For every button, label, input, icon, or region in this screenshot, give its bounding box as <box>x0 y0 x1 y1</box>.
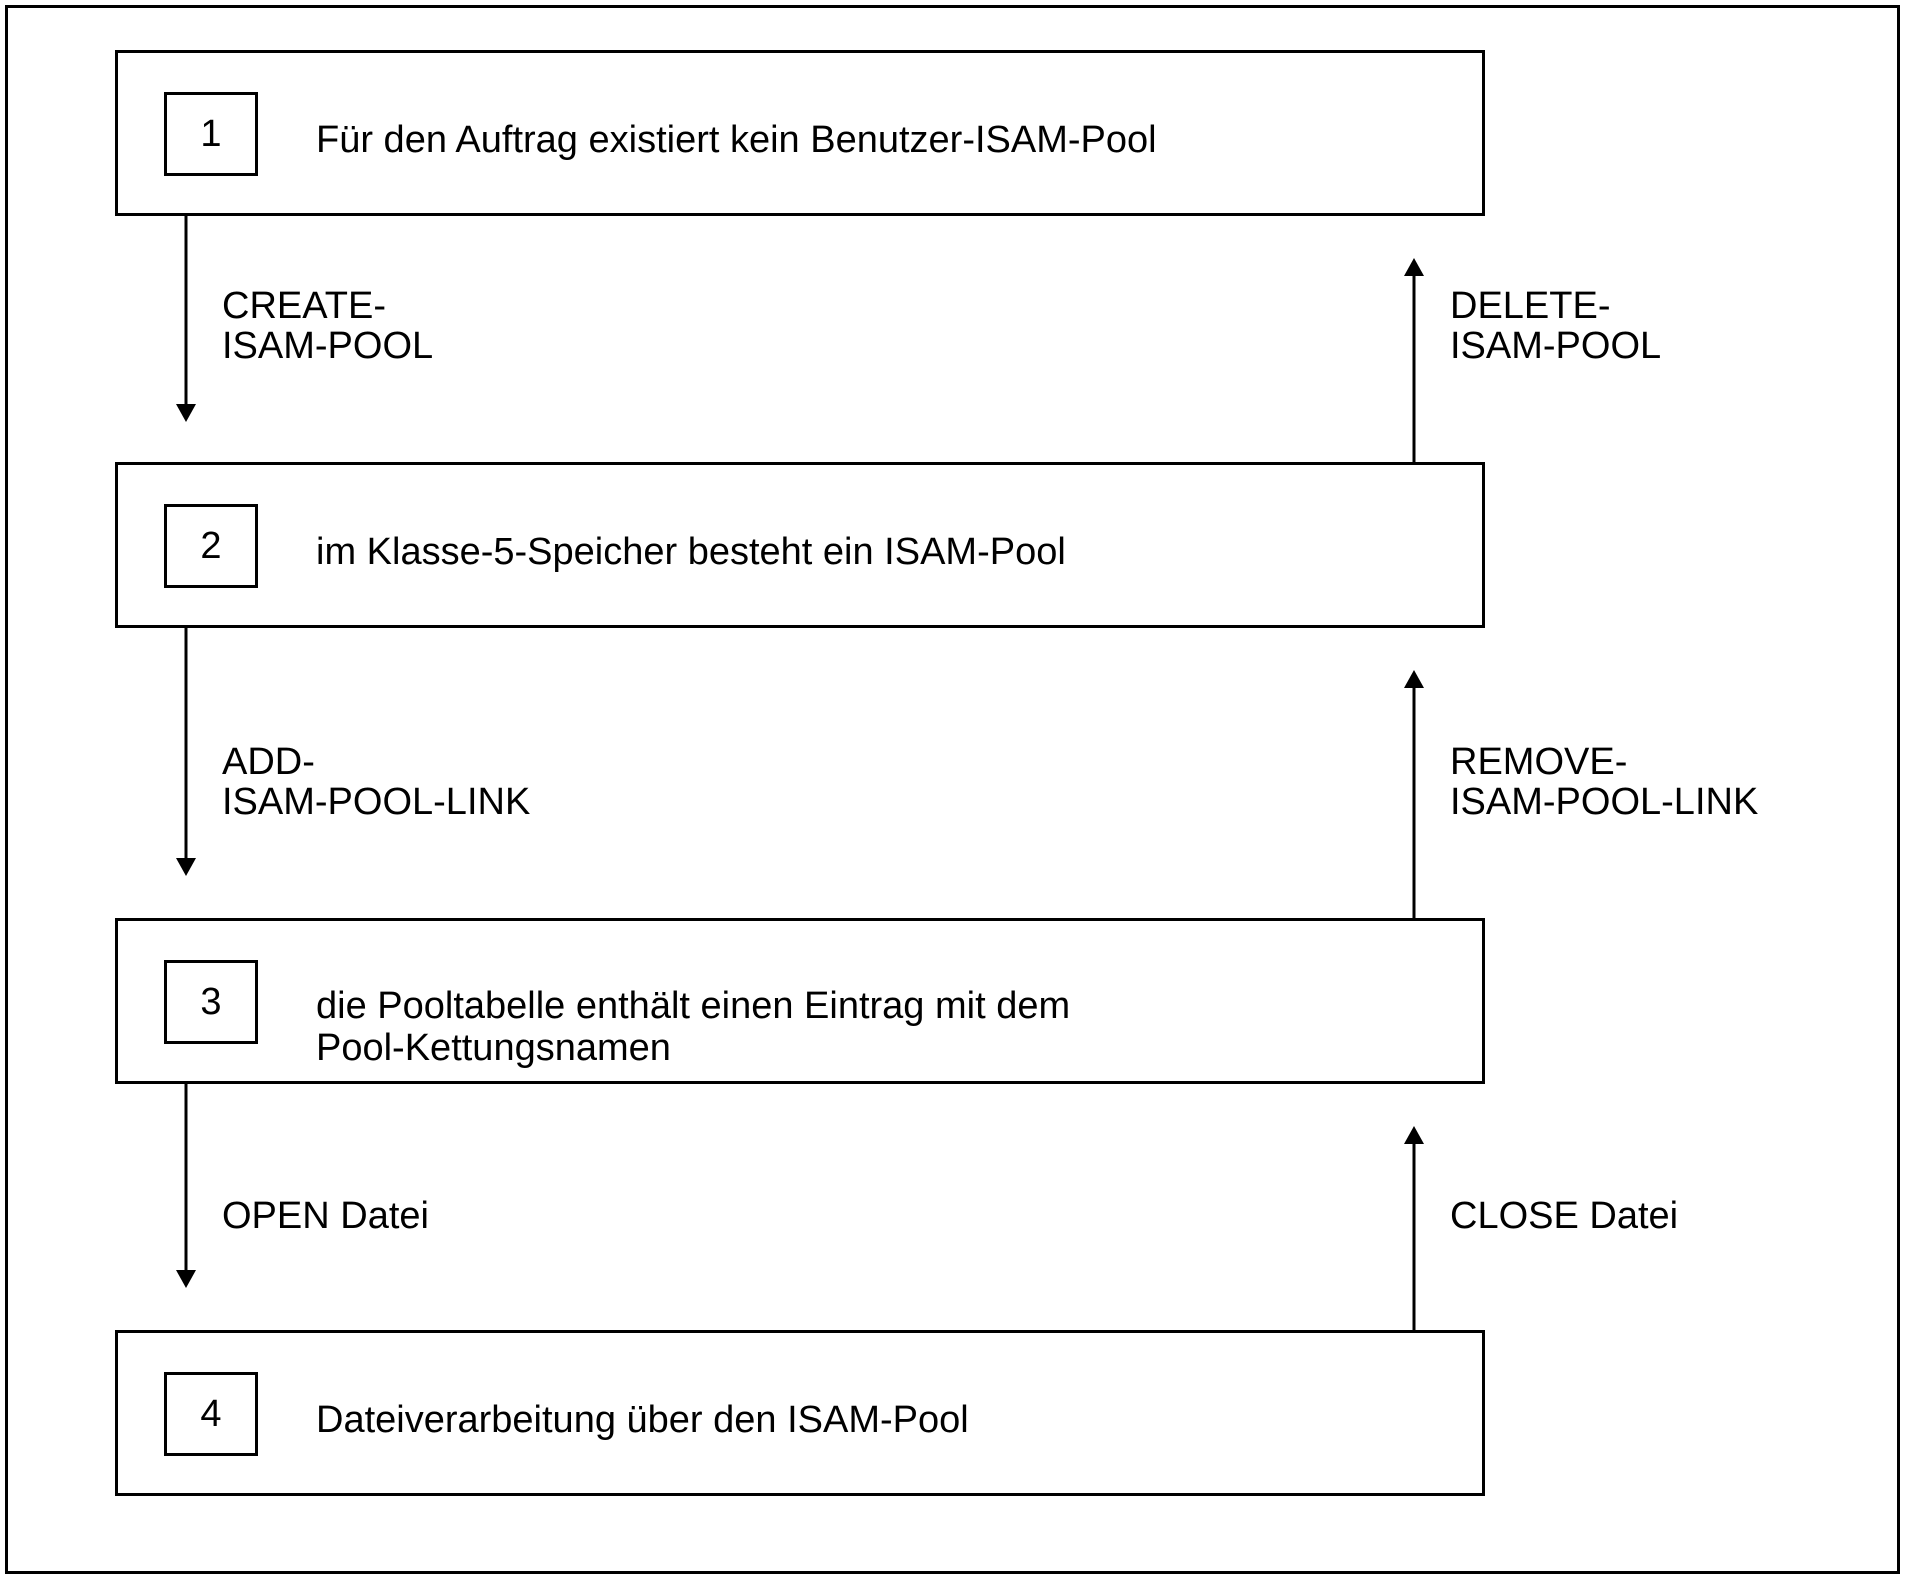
transition-remove-isam-pool-link: REMOVE- ISAM-POOL-LINK <box>1450 742 1758 822</box>
label-line: ISAM-POOL-LINK <box>1450 781 1759 823</box>
state-box-1: 1 Für den Auftrag existiert kein Benutze… <box>115 50 1485 216</box>
label-line: ADD- <box>222 741 315 783</box>
arrow-up-1-head <box>1404 258 1424 276</box>
diagram-frame <box>5 5 1900 1574</box>
state-text-3: die Pooltabelle enthält einen Eintrag mi… <box>316 985 1070 1069</box>
transition-open-datei: OPEN Datei <box>222 1196 429 1236</box>
arrow-down-3-head <box>176 1270 196 1288</box>
state-box-4: 4 Dateiverarbeitung über den ISAM-Pool <box>115 1330 1485 1496</box>
state-number-3: 3 <box>164 960 258 1044</box>
state-text-1-line-1: Für den Auftrag existiert kein Benutzer-… <box>316 119 1157 161</box>
state-box-3: 3 die Pooltabelle enthält einen Eintrag … <box>115 918 1485 1084</box>
state-text-4: Dateiverarbeitung über den ISAM-Pool <box>316 1399 969 1441</box>
arrow-up-2-head <box>1404 670 1424 688</box>
state-text-1: Für den Auftrag existiert kein Benutzer-… <box>316 119 1157 161</box>
label-line: CLOSE Datei <box>1450 1195 1679 1237</box>
arrow-down-2-head <box>176 858 196 876</box>
label-line: ISAM-POOL-LINK <box>222 781 531 823</box>
state-number-2: 2 <box>164 504 258 588</box>
state-text-2: im Klasse-5-Speicher besteht ein ISAM-Po… <box>316 531 1066 573</box>
arrow-up-3-head <box>1404 1126 1424 1144</box>
state-text-2-line-1: im Klasse-5-Speicher besteht ein ISAM-Po… <box>316 531 1066 573</box>
state-text-4-line-1: Dateiverarbeitung über den ISAM-Pool <box>316 1399 969 1441</box>
state-number-4: 4 <box>164 1372 258 1456</box>
label-line: DELETE- <box>1450 285 1611 327</box>
transition-close-datei: CLOSE Datei <box>1450 1196 1678 1236</box>
label-line: OPEN Datei <box>222 1195 429 1237</box>
label-line: ISAM-POOL <box>1450 325 1662 367</box>
state-number-1: 1 <box>164 92 258 176</box>
transition-create-isam-pool: CREATE- ISAM-POOL <box>222 286 433 366</box>
state-box-2: 2 im Klasse-5-Speicher besteht ein ISAM-… <box>115 462 1485 628</box>
transition-add-isam-pool-link: ADD- ISAM-POOL-LINK <box>222 742 530 822</box>
transition-delete-isam-pool: DELETE- ISAM-POOL <box>1450 286 1661 366</box>
state-text-3-line-1: die Pooltabelle enthält einen Eintrag mi… <box>316 985 1071 1027</box>
label-line: CREATE- <box>222 285 386 327</box>
label-line: ISAM-POOL <box>222 325 434 367</box>
arrow-down-1-head <box>176 404 196 422</box>
state-text-3-line-2: Pool-Kettungsnamen <box>316 1027 671 1069</box>
label-line: REMOVE- <box>1450 741 1628 783</box>
